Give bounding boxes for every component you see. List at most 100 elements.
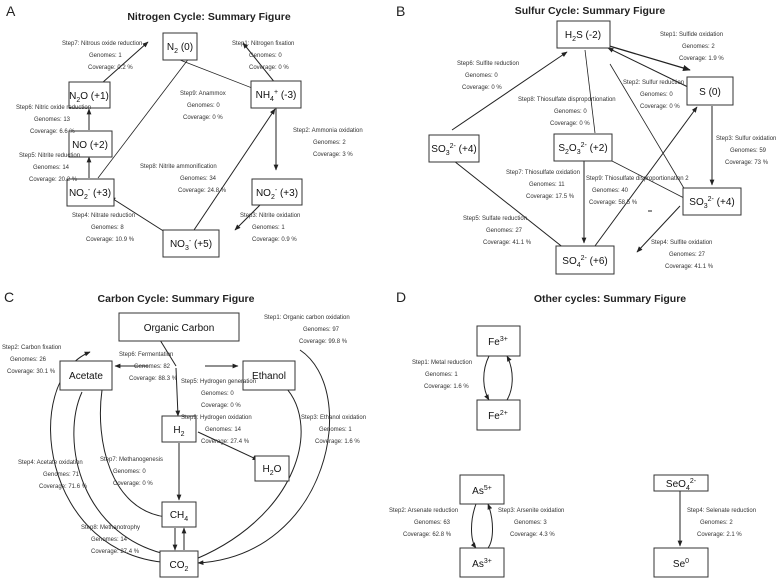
svg-text:Coverage: 0 %: Coverage: 0 % [183,115,223,121]
node-seo4: SeO42- [666,478,697,492]
node-no3-box [162,229,220,258]
panel-c-label: C [4,289,14,305]
svg-text:Step4: Nitrate reduction: Step4: Nitrate reduction [72,213,135,219]
node-se0: Se0 [673,558,689,570]
step-n2-label: Step2: Ammonia oxidation Genomes: 2 Cove… [293,128,363,158]
svg-text:Coverage: 1.9 %: Coverage: 1.9 % [679,56,724,62]
node-n2o-box [68,81,111,109]
step-c4-label: Step4: Acetate oxidation Genomes: 71 Cov… [18,460,88,490]
edge-thiosulfate-disprop-a [584,49,596,134]
step-n7-label: Step7: Nitrous oxide reduction Genomes: … [62,41,142,71]
panel-b-title: Sulfur Cycle: Summary Figure [515,5,666,17]
svg-text:Step8: Methanotrophy: Step8: Methanotrophy [81,525,140,531]
svg-text:Genomes: 1: Genomes: 1 [252,225,285,231]
svg-text:Coverage: 73 %: Coverage: 73 % [725,160,769,166]
node-so3-right-box [682,187,742,216]
node-n2o: N2O (+1) [69,91,109,104]
node-so4-box [555,245,615,275]
svg-text:Step1: Organic carbon oxidatio: Step1: Organic carbon oxidation [264,315,350,321]
step-s3-label: Step3: Sulfur oxidation Genomes: 59 Cove… [716,136,776,166]
node-fe2-box [476,399,521,431]
svg-text:Coverage: 41.1 %: Coverage: 41.1 % [483,240,532,246]
svg-text:Genomes: 27: Genomes: 27 [486,228,523,234]
panel-b-label: B [396,3,405,19]
svg-text:Coverage: 0.2 %: Coverage: 0.2 % [88,65,133,71]
step-n4-label: Step4: Nitrate reduction Genomes: 8 Cove… [72,213,135,243]
svg-text:Step7: Nitrous oxide reduction: Step7: Nitrous oxide reduction [62,41,142,47]
svg-text:Coverage: 0.9 %: Coverage: 0.9 % [252,237,297,243]
node-no2-right: NO2- (+3) [256,187,298,201]
node-so3-left: SO32- (+4) [431,143,476,157]
svg-text:Step1: Metal reduction: Step1: Metal reduction [412,360,472,366]
step-s6-label: Step6: Sulfite reduction Genomes: 0 Cove… [457,61,519,91]
edge-fermentation-source [159,339,177,367]
panel-b-edges [451,44,715,265]
edge-arsenate-reduction [470,503,477,549]
svg-text:Step3: Nitrite oxidation: Step3: Nitrite oxidation [240,213,300,219]
svg-text:Step2: Sulfur reduction: Step2: Sulfur reduction [623,80,684,86]
svg-text:Step2: Arsenate reduction: Step2: Arsenate reduction [389,508,458,514]
node-no: NO (+2) [72,140,108,151]
node-labels: N2 (0) N2O (+1) NO (+2) NH4+ (-3) NO2- (… [69,30,735,573]
svg-text:Coverage: 0 %: Coverage: 0 % [550,121,590,127]
node-fe3: Fe3+ [488,336,508,348]
svg-text:Genomes: 2: Genomes: 2 [700,520,733,526]
svg-text:Genomes: 0: Genomes: 0 [554,109,587,115]
node-no2-left: NO2- (+3) [69,187,111,201]
svg-text:Step4: Sulfite oxidation: Step4: Sulfite oxidation [651,240,712,246]
step-c3-label: Step3: Ethanol oxidation Genomes: 1 Cove… [301,415,366,445]
svg-text:Step4: Selenate reduction: Step4: Selenate reduction [687,508,756,514]
svg-text:Coverage: 62.8 %: Coverage: 62.8 % [403,532,452,538]
step-s5-label: Step5: Sulfate reduction Genomes: 27 Cov… [463,216,532,246]
svg-text:Genomes: 1: Genomes: 1 [319,427,352,433]
svg-text:Coverage: 99.8 %: Coverage: 99.8 % [299,339,348,345]
edge-metal-reduction-down [483,355,490,401]
node-as3: As3+ [472,558,492,570]
svg-text:Genomes: 63: Genomes: 63 [414,520,451,526]
edge-sulfide-oxidation [605,44,691,71]
svg-text:Step3: Ethanol oxidation: Step3: Ethanol oxidation [301,415,366,421]
node-n2-box [162,32,198,61]
edge-hydrogen-oxidation [197,431,259,461]
svg-text:Step5: Hydrogen generation: Step5: Hydrogen generation [181,379,256,385]
panel-d-title: Other cycles: Summary Figure [534,293,686,305]
edge-nitrate-reduction [109,196,166,233]
node-so3-right: SO32- (+4) [689,196,734,210]
svg-text:Step9: Hydrogen oxidation: Step9: Hydrogen oxidation [181,415,252,421]
node-boxes [59,20,742,578]
step-c7-label: Step7: Methanogenesis Genomes: 0 Coverag… [100,457,163,487]
svg-text:Step9: Thiosulfate disproporti: Step9: Thiosulfate disproportionation 2 [586,176,689,182]
edge-organic-oxidation [197,349,330,566]
step-n6-label: Step6: Nitric oxide reduction Genomes: 1… [16,105,91,135]
svg-text:Step6: Fermentation: Step6: Fermentation [119,352,173,358]
node-h2s: H2S (-2) [565,30,601,43]
svg-text:Step1: Sulfide oxidation: Step1: Sulfide oxidation [660,32,723,38]
node-so3-left-box [428,134,480,163]
node-h2s-box [556,20,611,49]
step-n8-label: Step8: Nitrite ammonification Genomes: 3… [140,164,227,194]
edge-anammox-nitrite [97,48,197,179]
step-n3-label: Step3: Nitrite oxidation Genomes: 1 Cove… [240,213,300,243]
svg-text:Coverage: 0 %: Coverage: 0 % [640,104,680,110]
svg-text:Genomes: 26: Genomes: 26 [10,357,47,363]
svg-text:Genomes: 0: Genomes: 0 [640,92,673,98]
svg-text:Genomes: 1: Genomes: 1 [89,53,122,59]
node-h2-box [161,415,197,443]
svg-text:Step3: Arsenite oxidation: Step3: Arsenite oxidation [498,508,564,514]
edge-sulfur-reduction [607,47,691,89]
step-c9-label: Step9: Hydrogen oxidation Genomes: 14 Co… [181,415,252,445]
svg-text:Genomes: 2: Genomes: 2 [682,44,715,50]
edge-hydrogen-generation [175,367,181,417]
svg-text:Step8: Nitrite ammonification: Step8: Nitrite ammonification [140,164,217,170]
node-organic-box [118,312,240,342]
edge-arsenite-oxidation [487,503,493,549]
node-s0: S (0) [699,87,721,98]
node-fe2: Fe2+ [488,410,508,422]
node-s0-box [686,76,734,106]
node-nh4: NH4+ (-3) [256,89,297,103]
step-s8-label: Step8: Thiosulfate disproportionation Ge… [518,97,616,127]
svg-text:Step1: Nitrogen fixation: Step1: Nitrogen fixation [232,41,294,47]
step-c2-label: Step2: Carbon fixation Genomes: 26 Cover… [2,345,61,375]
node-fe3-box [476,325,521,357]
svg-text:Genomes: 0: Genomes: 0 [113,469,146,475]
